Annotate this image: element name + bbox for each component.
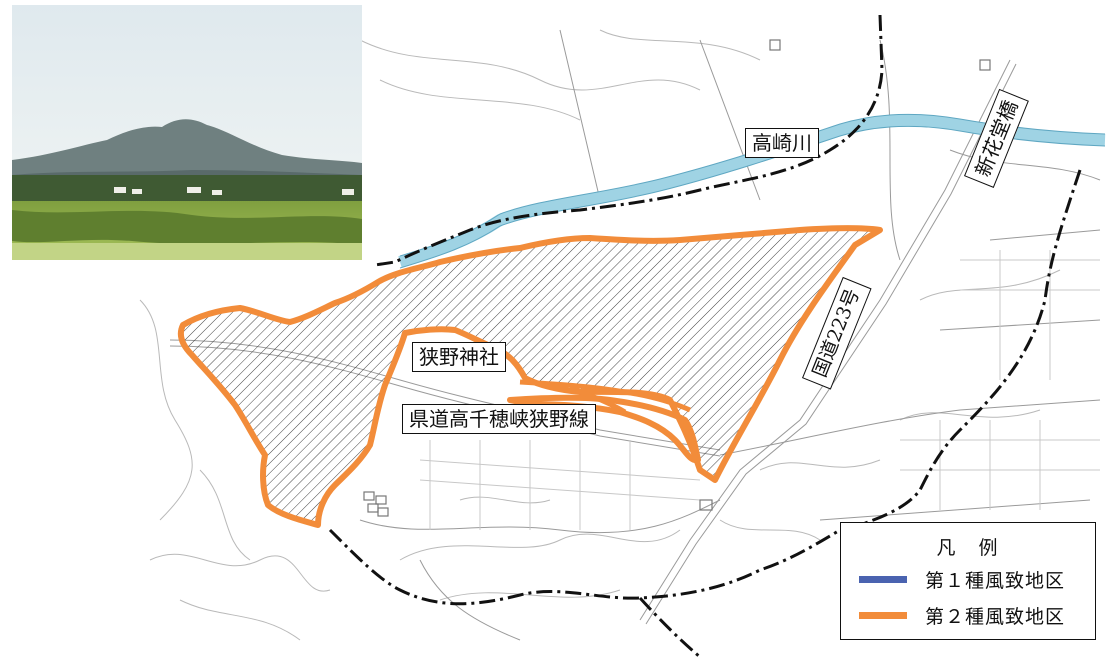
scenic-zone-type2 — [177, 225, 883, 528]
prefectural-road-label: 県道高千穂峡狭野線 — [402, 404, 596, 434]
legend-label: 第２種風致地区 — [925, 605, 1066, 628]
field-parcels — [419, 250, 1100, 530]
legend-label: 第１種風致地区 — [925, 569, 1066, 592]
legend-swatch — [859, 575, 907, 583]
legend-title: 凡 例 — [936, 537, 1000, 559]
legend-item-type1: 第１種風致地区 — [859, 567, 1066, 592]
river-label: 高崎川 — [745, 128, 819, 158]
legend-swatch — [859, 611, 907, 619]
legend-item-type2: 第２種風致地区 — [859, 603, 1066, 628]
legend: 凡 例 第１種風致地区 第２種風致地区 — [840, 522, 1096, 640]
landscape-photo — [12, 5, 362, 260]
contour-lines — [139, 29, 1061, 641]
road-network — [169, 29, 1101, 641]
building-marks — [363, 39, 991, 517]
boundary-line — [374, 14, 884, 267]
shrine-label: 狭野神社 — [412, 342, 506, 372]
